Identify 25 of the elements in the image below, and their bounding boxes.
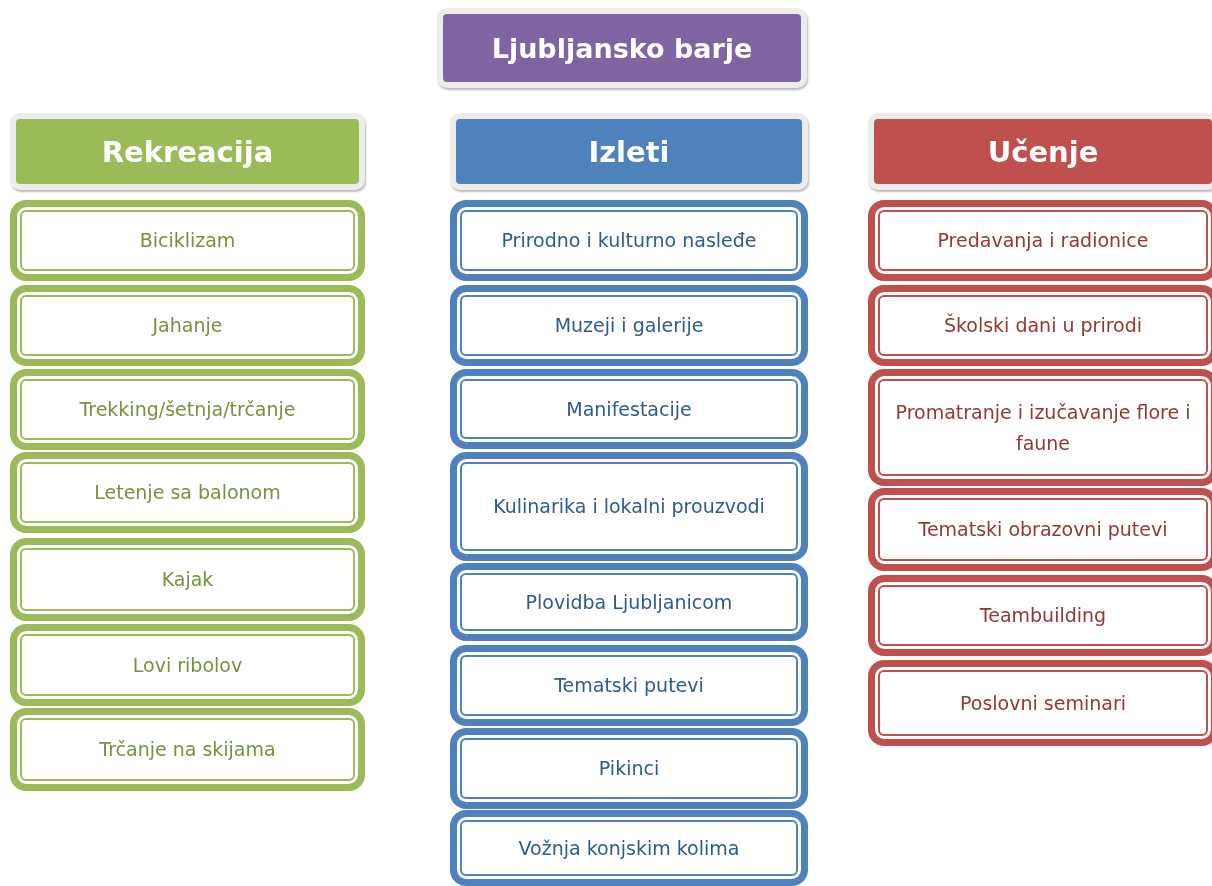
activity-box: Prirodno i kulturno nasleđe [450, 200, 808, 281]
activity-box: Kulinarika i lokalni prouzvodi [450, 452, 808, 561]
activity-box: Kajak [10, 538, 365, 621]
activity-box: Trčanje na skijama [10, 708, 365, 791]
category-header: Učenje [868, 113, 1212, 190]
activity-box: Biciklizam [10, 200, 365, 281]
category-header: Izleti [450, 113, 808, 190]
activity-box: Predavanja i radionice [868, 200, 1212, 281]
activity-box: Školski dani u prirodi [868, 285, 1212, 366]
title-box: Ljubljansko barje [437, 8, 807, 88]
activity-box: Teambuilding [868, 575, 1212, 656]
activity-box: Trekking/šetnja/trčanje [10, 369, 365, 450]
activity-box: Jahanje [10, 285, 365, 366]
activity-box: Lovi ribolov [10, 624, 365, 706]
activity-box: Promatranje i izučavanje flore i faune [868, 369, 1212, 486]
activity-box: Manifestacije [450, 369, 808, 449]
activity-box: Plovidba Ljubljanicom [450, 563, 808, 641]
activity-box: Letenje sa balonom [10, 452, 365, 533]
activity-box: Tematski obrazovni putevi [868, 488, 1212, 571]
activity-box: Pikinci [450, 728, 808, 809]
activity-box: Tematski putevi [450, 645, 808, 726]
activity-box: Poslovni seminari [868, 660, 1212, 746]
activity-box: Muzeji i galerije [450, 285, 808, 366]
activity-box: Vožnja konjskim kolima [450, 810, 808, 886]
category-header: Rekreacija [10, 113, 365, 190]
